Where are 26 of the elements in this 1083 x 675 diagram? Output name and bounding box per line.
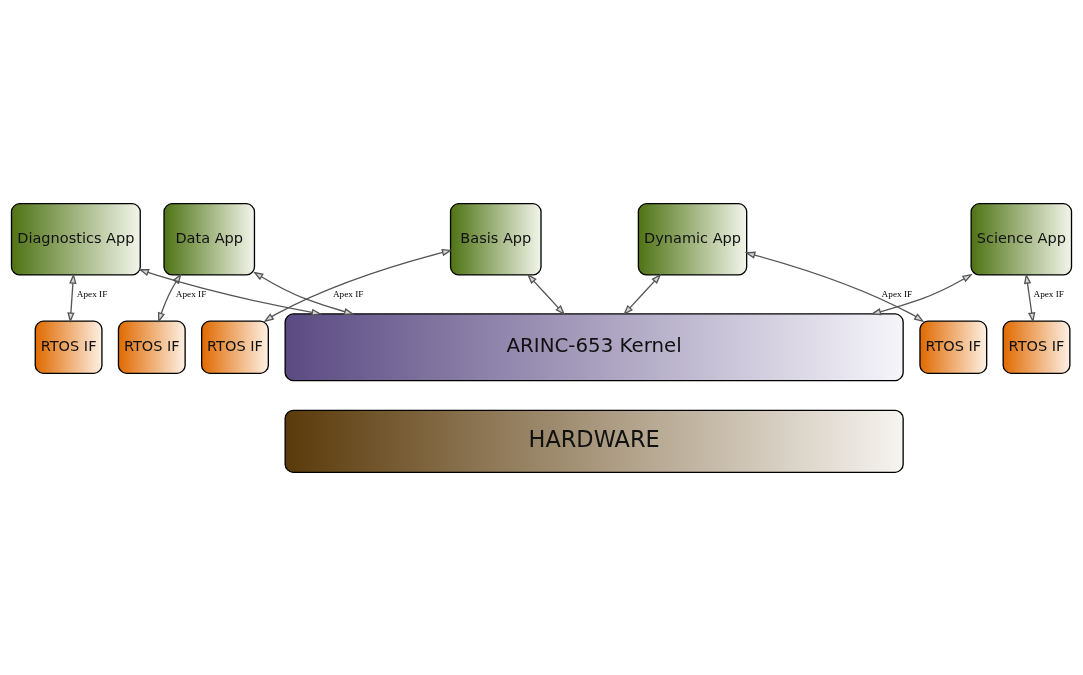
arrow [263, 248, 453, 322]
node-box: RTOS IF [117, 320, 186, 374]
edge-label: Apex IF [175, 288, 207, 299]
node-box: Diagnostics App [10, 202, 141, 276]
edge-label: Apex IF [1033, 288, 1064, 299]
edge-label: Apex IF [332, 288, 364, 299]
arrow [744, 251, 925, 322]
arrow [252, 270, 355, 315]
arrow [870, 273, 973, 315]
node-box: RTOS IF [201, 320, 269, 374]
node-box: Data App [163, 202, 256, 276]
node-box: RTOS IF [1002, 320, 1071, 374]
node-box: RTOS IF [919, 320, 988, 374]
node-box: Basis App [449, 202, 542, 276]
arrow [526, 273, 566, 315]
arrow [623, 273, 662, 315]
edge-label: Apex IF [76, 288, 108, 299]
node-box: HARDWARE [284, 409, 904, 473]
edge-label: Apex IF [881, 288, 913, 299]
arrow [1023, 272, 1036, 323]
node-box: Dynamic App [637, 202, 748, 276]
node-box: ARINC-653 Kernel [284, 312, 904, 381]
node-box: RTOS IF [34, 320, 103, 374]
node-box: Science App [970, 202, 1073, 276]
arrow [138, 268, 323, 316]
arrow [67, 272, 77, 323]
